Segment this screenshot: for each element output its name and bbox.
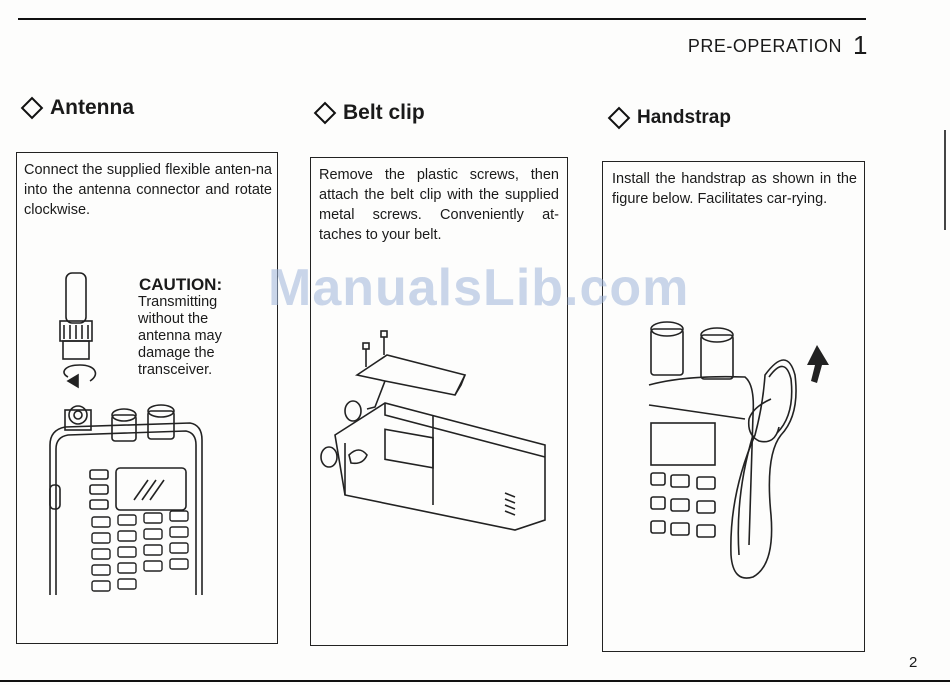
belt-clip-box — [310, 157, 568, 646]
page-edge-mark — [944, 130, 946, 230]
belt-clip-illustration — [320, 330, 546, 531]
diamond-icon — [607, 106, 631, 130]
antenna-body: Connect the supplied flexible anten-na i… — [24, 162, 272, 218]
antenna-title-text: Antenna — [50, 96, 134, 119]
antenna-title: Antenna — [20, 96, 134, 120]
belt-clip-body: Remove the plastic screws, then attach t… — [319, 167, 559, 243]
watermark: ManualsLib.com — [268, 259, 690, 317]
belt-clip-title: Belt clip — [313, 101, 425, 125]
bottom-rule — [0, 680, 950, 682]
antenna-illustration — [49, 272, 203, 595]
caution-title: CAUTION: — [139, 275, 223, 294]
page-number: 2 — [909, 654, 918, 671]
diamond-icon — [20, 96, 44, 120]
handstrap-illustration — [648, 321, 829, 579]
antenna-box — [16, 152, 278, 644]
arrow-up-icon — [807, 345, 829, 383]
handstrap-title: Handstrap — [607, 106, 731, 130]
handstrap-body: Install the handstrap as shown in the fi… — [612, 171, 857, 207]
handstrap-box — [602, 161, 865, 652]
top-rule — [18, 18, 866, 20]
caution-text: Transmitting without the antenna may dam… — [138, 294, 222, 378]
chapter-number: 1 — [853, 30, 868, 60]
belt-clip-title-text: Belt clip — [343, 101, 425, 124]
section-header: PRE-OPERATION — [687, 36, 842, 56]
handstrap-title-text: Handstrap — [637, 107, 731, 128]
diamond-icon — [313, 101, 337, 125]
